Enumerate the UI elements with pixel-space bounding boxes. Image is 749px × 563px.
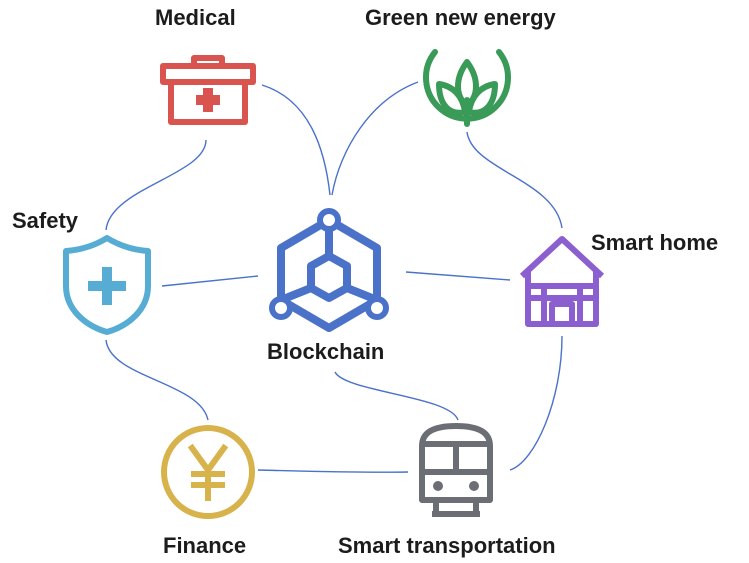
house-icon (518, 234, 606, 328)
medical-kit-icon (160, 54, 256, 128)
connector-blockchain-transport (334, 371, 459, 421)
shield-icon (62, 234, 152, 336)
node-label-smart-home: Smart home (591, 230, 719, 255)
node-label-finance: Finance (163, 533, 247, 558)
leaf-icon (421, 40, 513, 132)
connector-finance-transport (257, 469, 409, 473)
connector-green-home (466, 131, 563, 229)
connector-safety-finance (105, 339, 209, 421)
connector-medical-blockchain (261, 84, 331, 196)
yen-coin-icon (160, 424, 256, 520)
connector-safety-blockchain (161, 275, 259, 287)
connector-home-transport (509, 335, 563, 471)
node-label-green-new-energy: Green new energy (365, 5, 556, 30)
connector-blockchain-home (405, 271, 511, 281)
center-label-blockchain: Blockchain (267, 339, 385, 364)
blockchain-icon (266, 208, 392, 336)
node-label-safety: Safety (12, 208, 79, 233)
train-icon (416, 422, 496, 520)
connector-medical-safety (105, 139, 207, 231)
node-label-smart-transportation: Smart transportation (338, 533, 556, 558)
connector-green-blockchain (331, 81, 419, 196)
node-label-medical: Medical (155, 5, 236, 30)
